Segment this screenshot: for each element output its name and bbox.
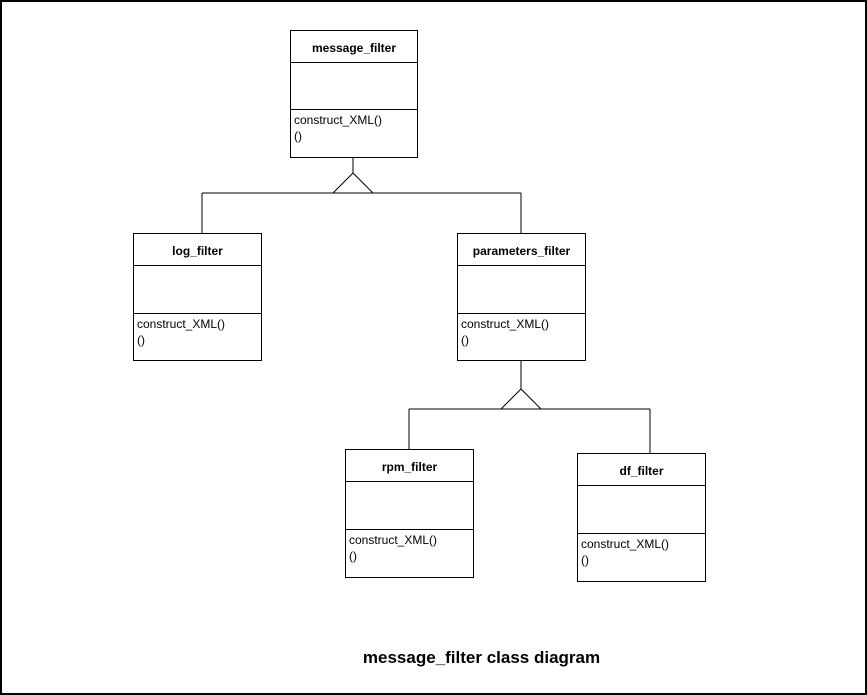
class-name: df_filter: [578, 454, 705, 486]
class-name: log_filter: [134, 234, 261, 266]
class-rpm-filter[interactable]: rpm_filter construct_XML() (): [345, 449, 474, 578]
class-df-filter[interactable]: df_filter construct_XML() (): [577, 453, 706, 582]
operation: (): [581, 553, 589, 567]
class-operations: construct_XML() (): [134, 314, 261, 360]
class-attributes: [346, 482, 473, 530]
operation: (): [461, 333, 469, 347]
class-name: message_filter: [291, 31, 417, 63]
class-attributes: [291, 63, 417, 110]
class-name: rpm_filter: [346, 450, 473, 482]
class-operations: construct_XML() (): [346, 530, 473, 577]
operation: (): [137, 333, 145, 347]
operation: construct_XML(): [349, 533, 438, 547]
operation: construct_XML(): [581, 537, 670, 551]
class-parameters-filter[interactable]: parameters_filter construct_XML() (): [457, 233, 586, 361]
inheritance-arrow-parameters-filter: [499, 388, 543, 410]
class-log-filter[interactable]: log_filter construct_XML() (): [133, 233, 262, 361]
class-operations: construct_XML() (): [578, 534, 705, 581]
class-name: parameters_filter: [458, 234, 585, 266]
inheritance-arrow-message-filter: [331, 172, 375, 194]
class-operations: construct_XML() (): [291, 110, 417, 157]
diagram-caption: message_filter class diagram: [362, 648, 601, 667]
class-attributes: [578, 486, 705, 534]
class-operations: construct_XML() (): [458, 314, 585, 360]
operation: construct_XML(): [461, 317, 550, 331]
operation: construct_XML(): [137, 317, 226, 331]
class-attributes: [134, 266, 261, 314]
operation: (): [349, 549, 357, 563]
operation: construct_XML(): [294, 113, 383, 127]
operation: (): [294, 129, 302, 143]
class-attributes: [458, 266, 585, 314]
class-message-filter[interactable]: message_filter construct_XML() (): [290, 30, 418, 158]
